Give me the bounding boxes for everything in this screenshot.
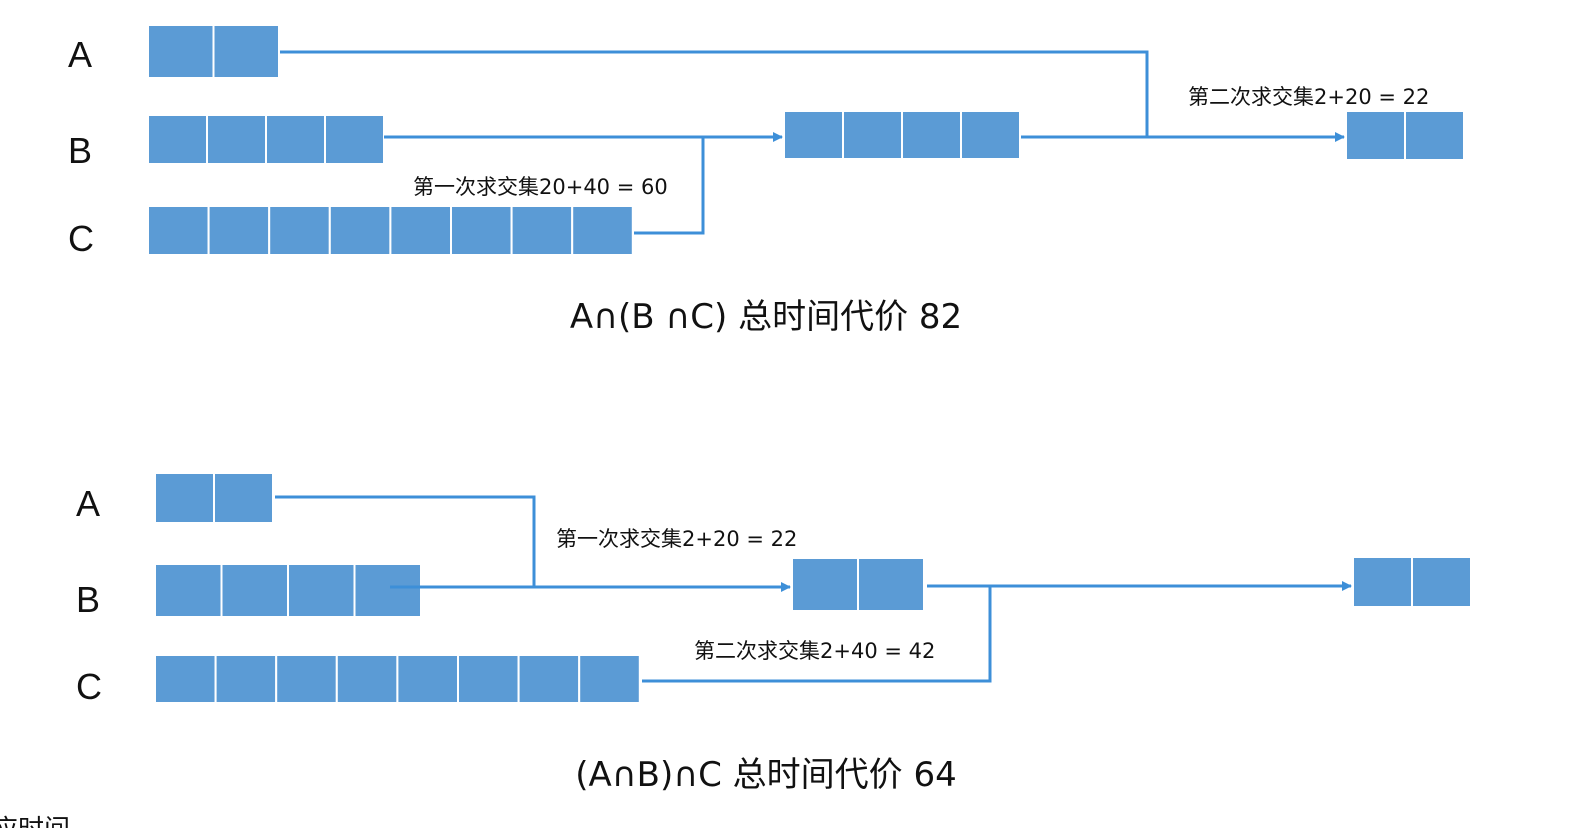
list-cell: [147, 114, 208, 165]
list-cell: [154, 654, 217, 704]
list-cell: [335, 654, 399, 704]
intersection-result-final: [1345, 110, 1465, 161]
list-cell: [328, 205, 392, 256]
diagram-1-caption: A∩(B ∩C) 总时间代价 82: [570, 297, 962, 337]
posting-list-c: [154, 654, 641, 704]
list-cell: [206, 114, 267, 165]
posting-list-b: [147, 114, 385, 165]
diagram-1: A B C 第一次求交集20+40 = 60 第二次求交集2+20 = 22 A…: [68, 24, 1465, 337]
connector-a: [275, 495, 536, 587]
row-label-c: C: [68, 218, 94, 259]
list-cell: [154, 563, 223, 618]
diagram-2-caption: (A∩B)∩C 总时间代价 64: [575, 755, 957, 795]
step-label-second: 第二次求交集2+40 = 42: [694, 639, 935, 663]
list-cell: [1411, 556, 1472, 608]
connector-a: [280, 50, 1149, 137]
step-label-second: 第二次求交集2+20 = 22: [1188, 85, 1429, 109]
list-cell: [324, 114, 385, 165]
list-cell: [450, 205, 513, 256]
posting-list-b: [154, 563, 422, 618]
list-cell: [287, 563, 356, 618]
list-cell: [571, 205, 634, 256]
row-label-b: B: [76, 579, 100, 620]
list-cell: [147, 205, 210, 256]
row-label-b: B: [68, 130, 92, 171]
cut-off-text: 应时间: [0, 815, 70, 828]
list-cell: [510, 205, 574, 256]
row-label-c: C: [76, 666, 102, 707]
posting-list-c: [147, 205, 634, 256]
intersection-result-ab: [791, 557, 925, 612]
list-cell: [207, 205, 271, 256]
diagram-2: A B C 第一次求交集2+20 = 22 第二次求交集2+40 = 42 (A…: [76, 472, 1472, 795]
row-label-a: A: [76, 483, 100, 524]
list-cell: [783, 110, 844, 160]
list-cell: [1404, 110, 1465, 161]
list-cell: [396, 654, 459, 704]
list-cell: [213, 472, 274, 524]
list-cell: [214, 654, 278, 704]
list-cell: [901, 110, 962, 160]
posting-list-a: [154, 472, 274, 524]
list-cell: [1345, 110, 1406, 161]
list-cell: [791, 557, 859, 612]
list-cell: [857, 557, 925, 612]
connector-c: [634, 137, 705, 235]
list-cell: [220, 563, 289, 618]
row-label-a: A: [68, 34, 92, 75]
list-cell: [154, 472, 215, 524]
step-label-first: 第一次求交集2+20 = 22: [556, 527, 797, 551]
list-cell: [212, 24, 280, 79]
step-label-first: 第一次求交集20+40 = 60: [413, 175, 668, 199]
list-cell: [1352, 556, 1413, 608]
list-cell: [842, 110, 903, 160]
intersection-result-bc: [783, 110, 1021, 160]
list-cell: [353, 563, 422, 618]
connector-c: [642, 586, 992, 683]
list-cell: [265, 114, 326, 165]
list-cell: [389, 205, 452, 256]
posting-list-a: [147, 24, 280, 79]
list-cell: [578, 654, 641, 704]
list-cell: [457, 654, 520, 704]
list-cell: [517, 654, 581, 704]
list-cell: [960, 110, 1021, 160]
list-cell: [147, 24, 215, 79]
intersection-result-final: [1352, 556, 1472, 608]
list-cell: [275, 654, 338, 704]
list-cell: [268, 205, 331, 256]
